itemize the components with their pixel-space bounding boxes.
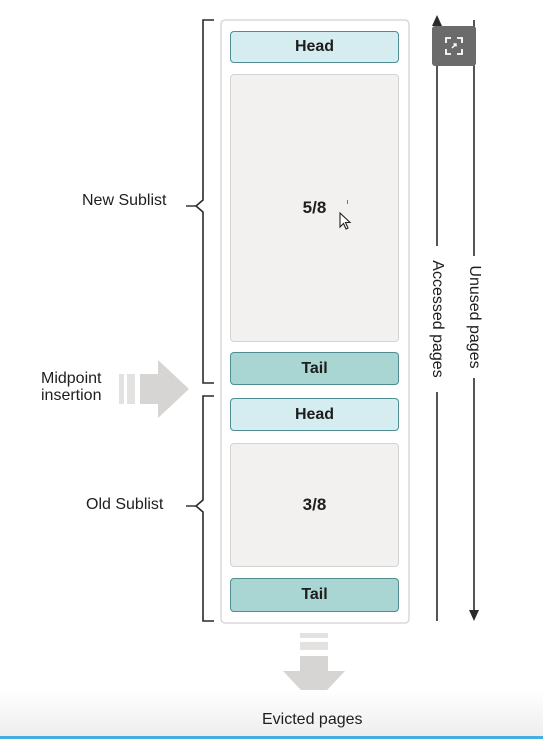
evicted-pages-arrow <box>283 633 345 704</box>
new-sublist-body: 5/8 <box>230 74 399 342</box>
cursor-tick-mark <box>347 200 351 204</box>
new-sublist-label: New Sublist <box>82 192 167 209</box>
old-sublist-label: Old Sublist <box>86 496 164 513</box>
progress-line <box>0 736 543 739</box>
expand-icon <box>445 37 463 55</box>
old-head-label: Head <box>294 405 335 423</box>
new-body-fraction: 5/8 <box>302 198 327 217</box>
new-tail-label: Tail <box>301 359 328 377</box>
evicted-pages-label: Evicted pages <box>262 711 363 728</box>
midpoint-line-1: Midpoint <box>41 370 102 387</box>
midpoint-insertion-label: Midpoint insertion <box>41 370 101 404</box>
midpoint-insertion-arrow <box>119 360 189 418</box>
old-body-fraction: 3/8 <box>302 495 327 514</box>
old-tail-label: Tail <box>301 586 328 603</box>
old-sublist-tail: Tail <box>230 578 399 612</box>
mouse-cursor-icon <box>339 212 352 230</box>
new-sublist-tail: Tail <box>230 352 399 385</box>
new-sublist-head: Head <box>230 31 399 63</box>
expand-button[interactable] <box>432 26 476 66</box>
old-sublist-body: 3/8 <box>230 443 399 567</box>
new-head-label: Head <box>294 38 335 55</box>
old-sublist-head: Head <box>230 398 399 431</box>
old-sublist-bracket <box>194 395 214 622</box>
bottom-overlay <box>0 690 543 736</box>
new-sublist-bracket <box>194 19 214 384</box>
midpoint-line-2: insertion <box>41 387 102 404</box>
accessed-pages-label: Accessed pages <box>428 258 446 380</box>
unused-pages-label: Unused pages <box>465 263 483 371</box>
